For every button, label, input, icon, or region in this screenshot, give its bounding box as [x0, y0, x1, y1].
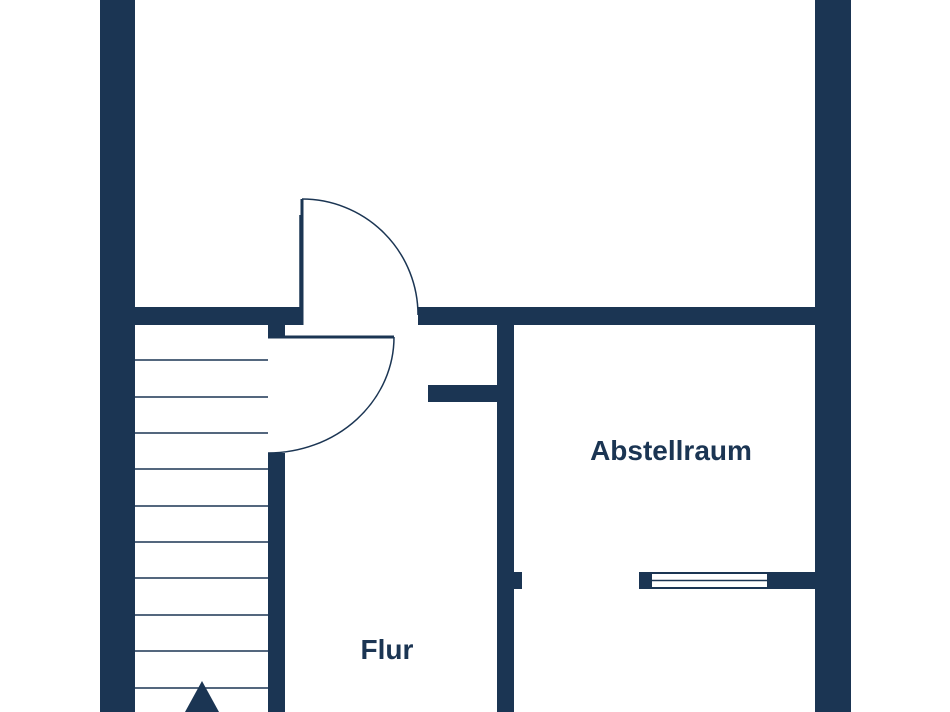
stair-wall-top — [268, 325, 285, 337]
interior-wall-right-segment — [418, 307, 815, 325]
door-stairs — [267, 335, 395, 454]
right-exterior-wall — [815, 0, 851, 712]
stair-direction-arrow-icon — [185, 681, 219, 712]
wall-stub — [428, 385, 497, 402]
staircase — [135, 359, 268, 689]
window-frame-left — [639, 572, 651, 589]
room-label-storage: Abstellraum — [590, 435, 752, 466]
storage-wall — [497, 325, 514, 712]
window-frame-right — [768, 572, 815, 589]
interior-wall-left-segment — [135, 307, 301, 325]
room-label-hallway: Flur — [361, 634, 414, 665]
door-top — [299, 198, 419, 325]
stair-wall — [268, 453, 285, 712]
wall-stub-small — [514, 572, 522, 589]
left-exterior-wall — [100, 0, 135, 712]
